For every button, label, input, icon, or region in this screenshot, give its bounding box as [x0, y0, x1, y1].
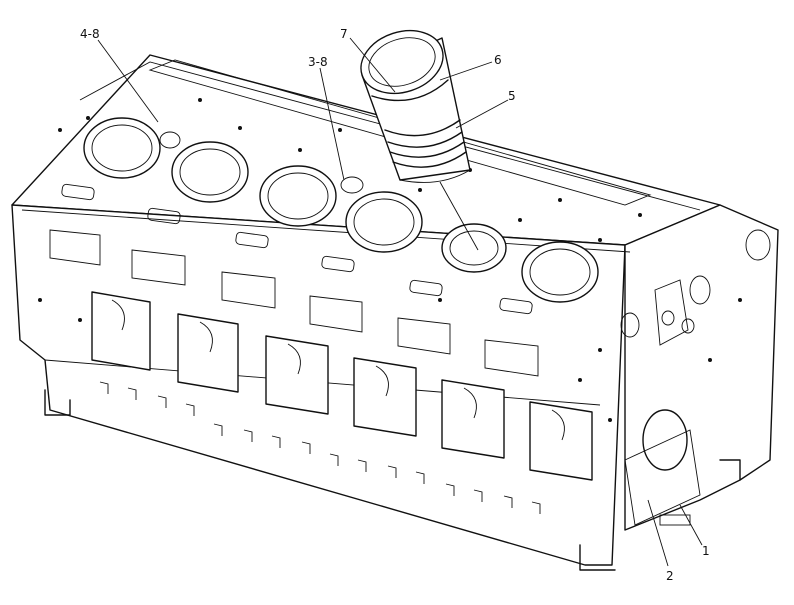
bore-6 — [521, 241, 599, 303]
bore-2 — [171, 141, 249, 203]
cylinder-bores — [83, 117, 599, 303]
end-face-features — [620, 229, 771, 526]
callout-1: 1 — [702, 544, 710, 558]
crankcase-windows — [91, 291, 593, 481]
bore-3 — [259, 165, 337, 227]
callout-6: 6 — [494, 53, 502, 67]
callout-4-8: 4-8 — [80, 27, 100, 41]
bore-4 — [345, 191, 423, 253]
callout-2: 2 — [666, 569, 674, 583]
block-end-face — [624, 204, 779, 531]
end-face-bore — [642, 409, 688, 471]
callout-labels: 4-8 3-8 7 6 5 2 1 — [80, 27, 710, 583]
lower-bosses — [99, 381, 541, 514]
assembly-axis — [439, 181, 479, 251]
callout-7: 7 — [340, 27, 348, 41]
side-inspection-slots — [49, 229, 539, 377]
callout-leaders — [97, 37, 703, 567]
cylinder-liner — [360, 29, 471, 183]
callout-5: 5 — [508, 89, 516, 103]
callout-3-8: 3-8 — [308, 55, 328, 69]
bore-5-open — [441, 223, 507, 273]
deck-ports — [61, 183, 533, 315]
bore-1 — [83, 117, 161, 179]
bolt-holes — [38, 98, 742, 422]
